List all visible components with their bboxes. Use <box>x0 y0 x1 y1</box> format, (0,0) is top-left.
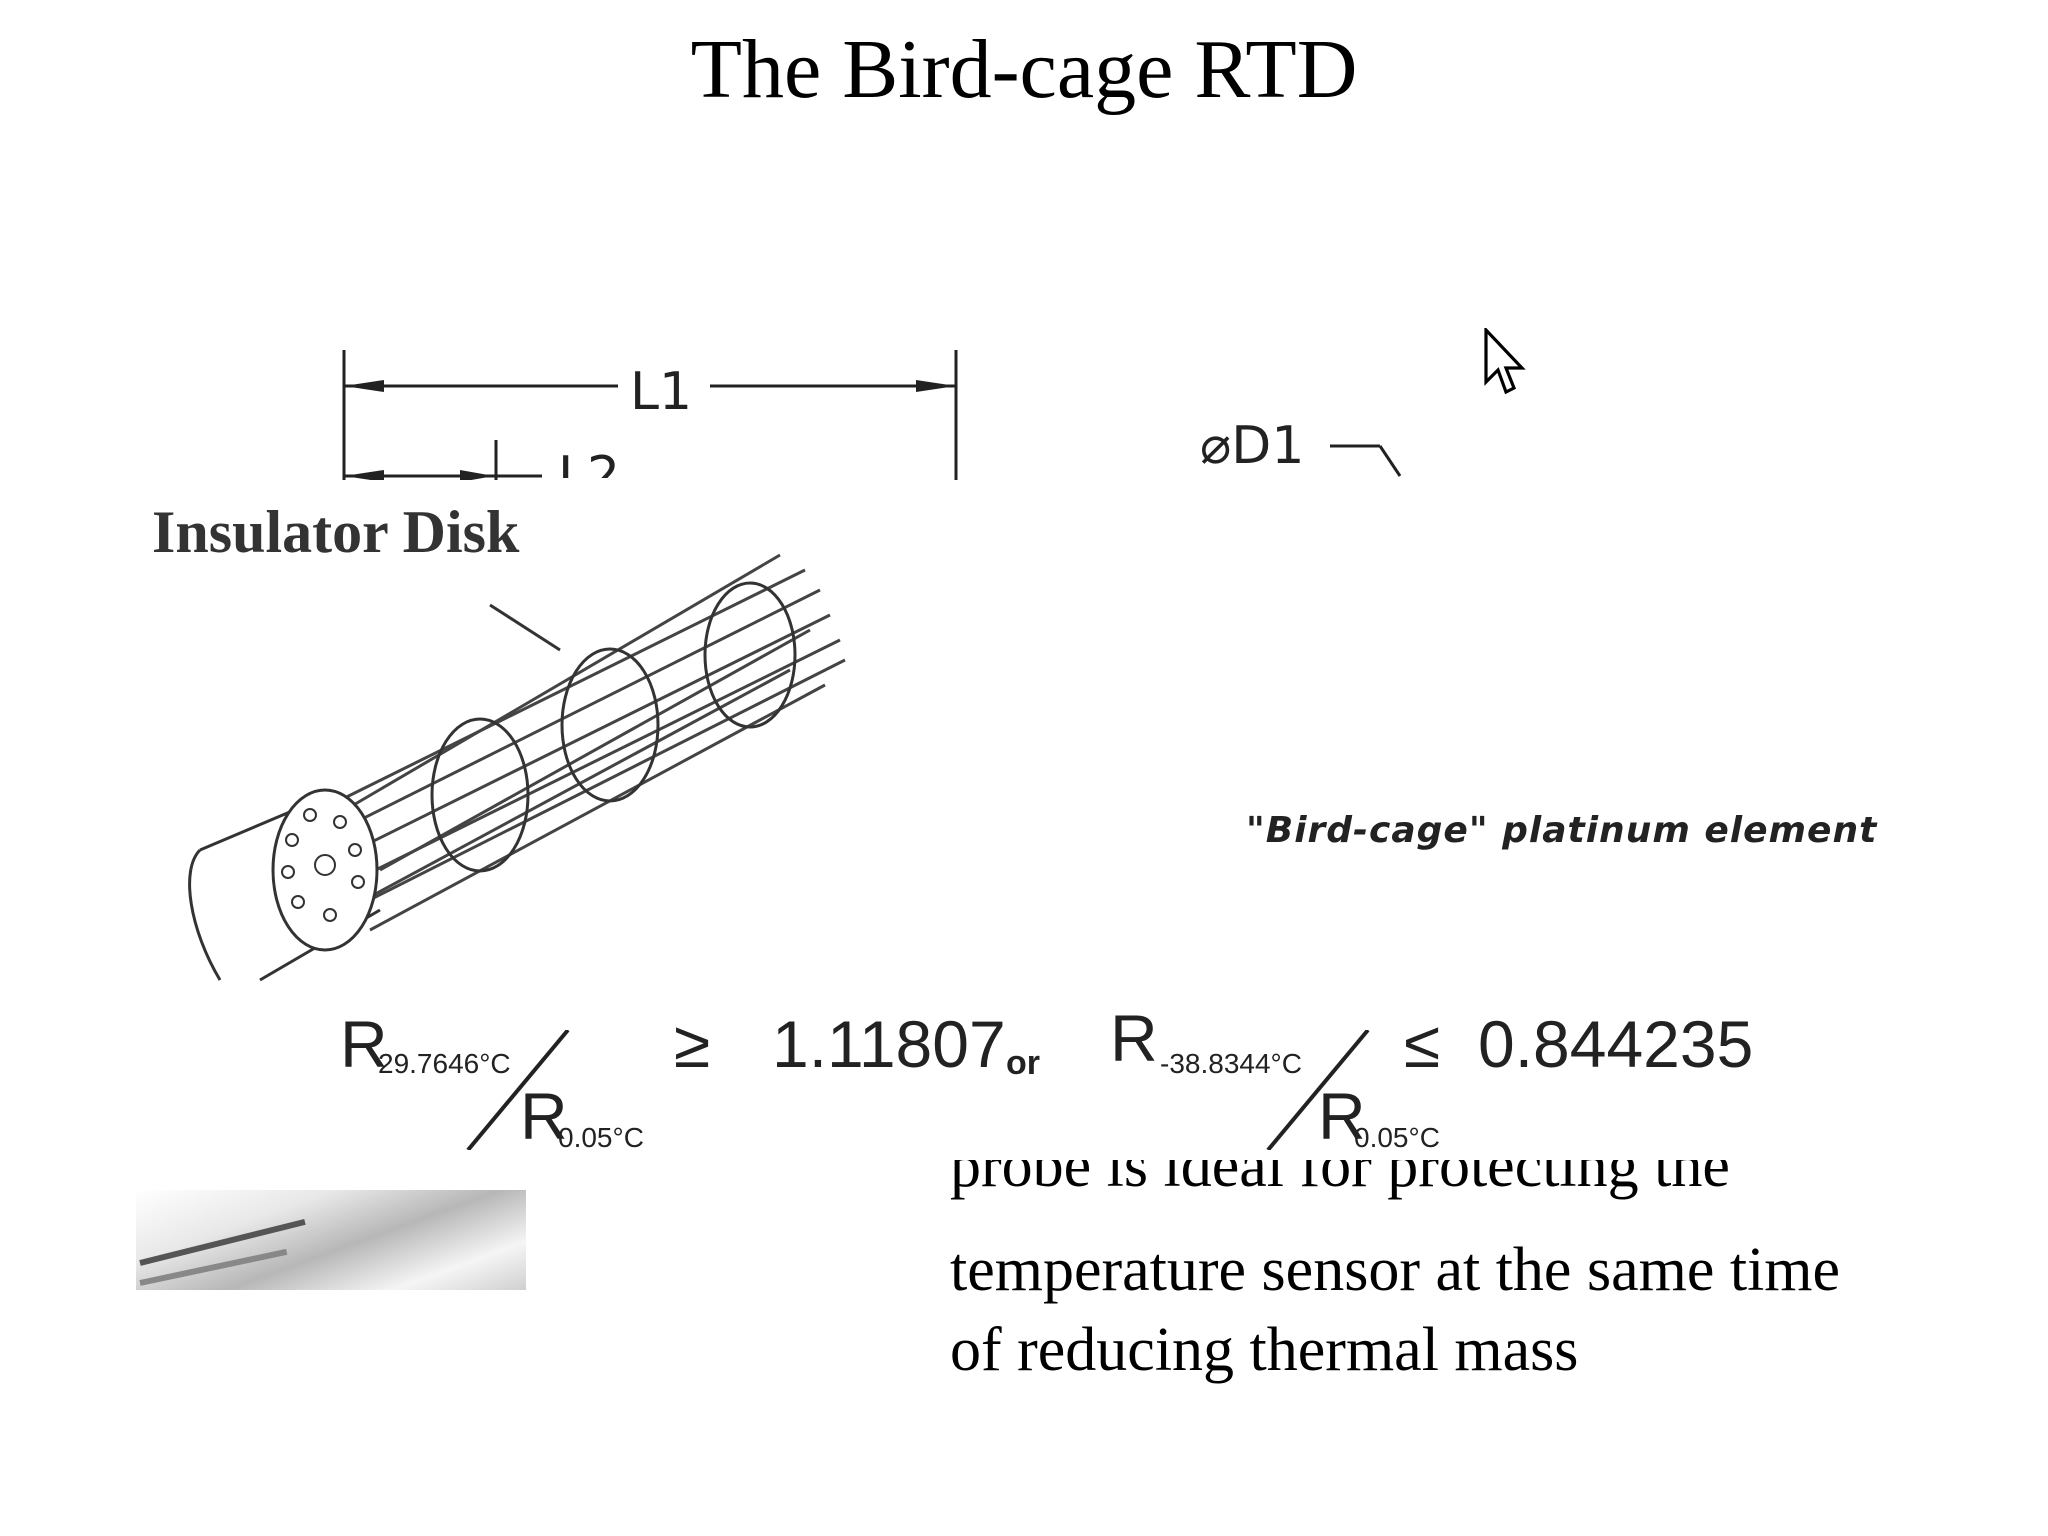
formula-r1: R <box>340 1007 388 1081</box>
mouse-pointer-icon <box>1484 328 1526 395</box>
bird-cage-rtd-diagram <box>188 553 846 982</box>
dimension-drawing <box>342 350 1402 480</box>
probe-image <box>136 1190 526 1290</box>
d1-label: ⌀D1 <box>1200 416 1305 476</box>
body-text-line-1: probe is ideal for protecting the <box>950 1160 1730 1200</box>
l2-label: L2 <box>558 446 621 478</box>
formula-r2-den-subscript: 0.05°C <box>1354 1122 1440 1153</box>
ge-operator: ≥ <box>674 1007 711 1081</box>
formula-left: R <box>340 1006 388 1082</box>
fraction-slash-1 <box>466 1030 570 1150</box>
formula-r1-denominator: R <box>520 1079 568 1153</box>
body-text-line-3: of reducing thermal mass <box>950 1316 1579 1384</box>
insulator-disk-label: Insulator Disk <box>152 499 520 565</box>
body-text-line-2: temperature sensor at the same time <box>950 1236 1841 1304</box>
le-operator: ≤ <box>1404 1007 1441 1081</box>
fraction-slash-2 <box>1266 1030 1370 1150</box>
formula-r1-subscript: 29.7646°C <box>378 1048 511 1079</box>
l1-label: L1 <box>630 362 693 422</box>
slide-title: The Bird-cage RTD <box>690 23 1358 116</box>
formula-r2: R <box>1110 1001 1158 1075</box>
ratio-value-2: 0.844235 <box>1478 1007 1754 1081</box>
formula-r2-denominator: R <box>1318 1079 1366 1153</box>
formula-r2-subscript: -38.8344°C <box>1160 1048 1302 1079</box>
ratio-value-1: 1.11807 <box>772 1007 1006 1081</box>
platinum-element-label: "Bird-cage" platinum element <box>1246 810 1878 851</box>
formula-r1-den-subscript: 0.05°C <box>558 1122 644 1153</box>
or-text: or <box>1006 1044 1040 1082</box>
